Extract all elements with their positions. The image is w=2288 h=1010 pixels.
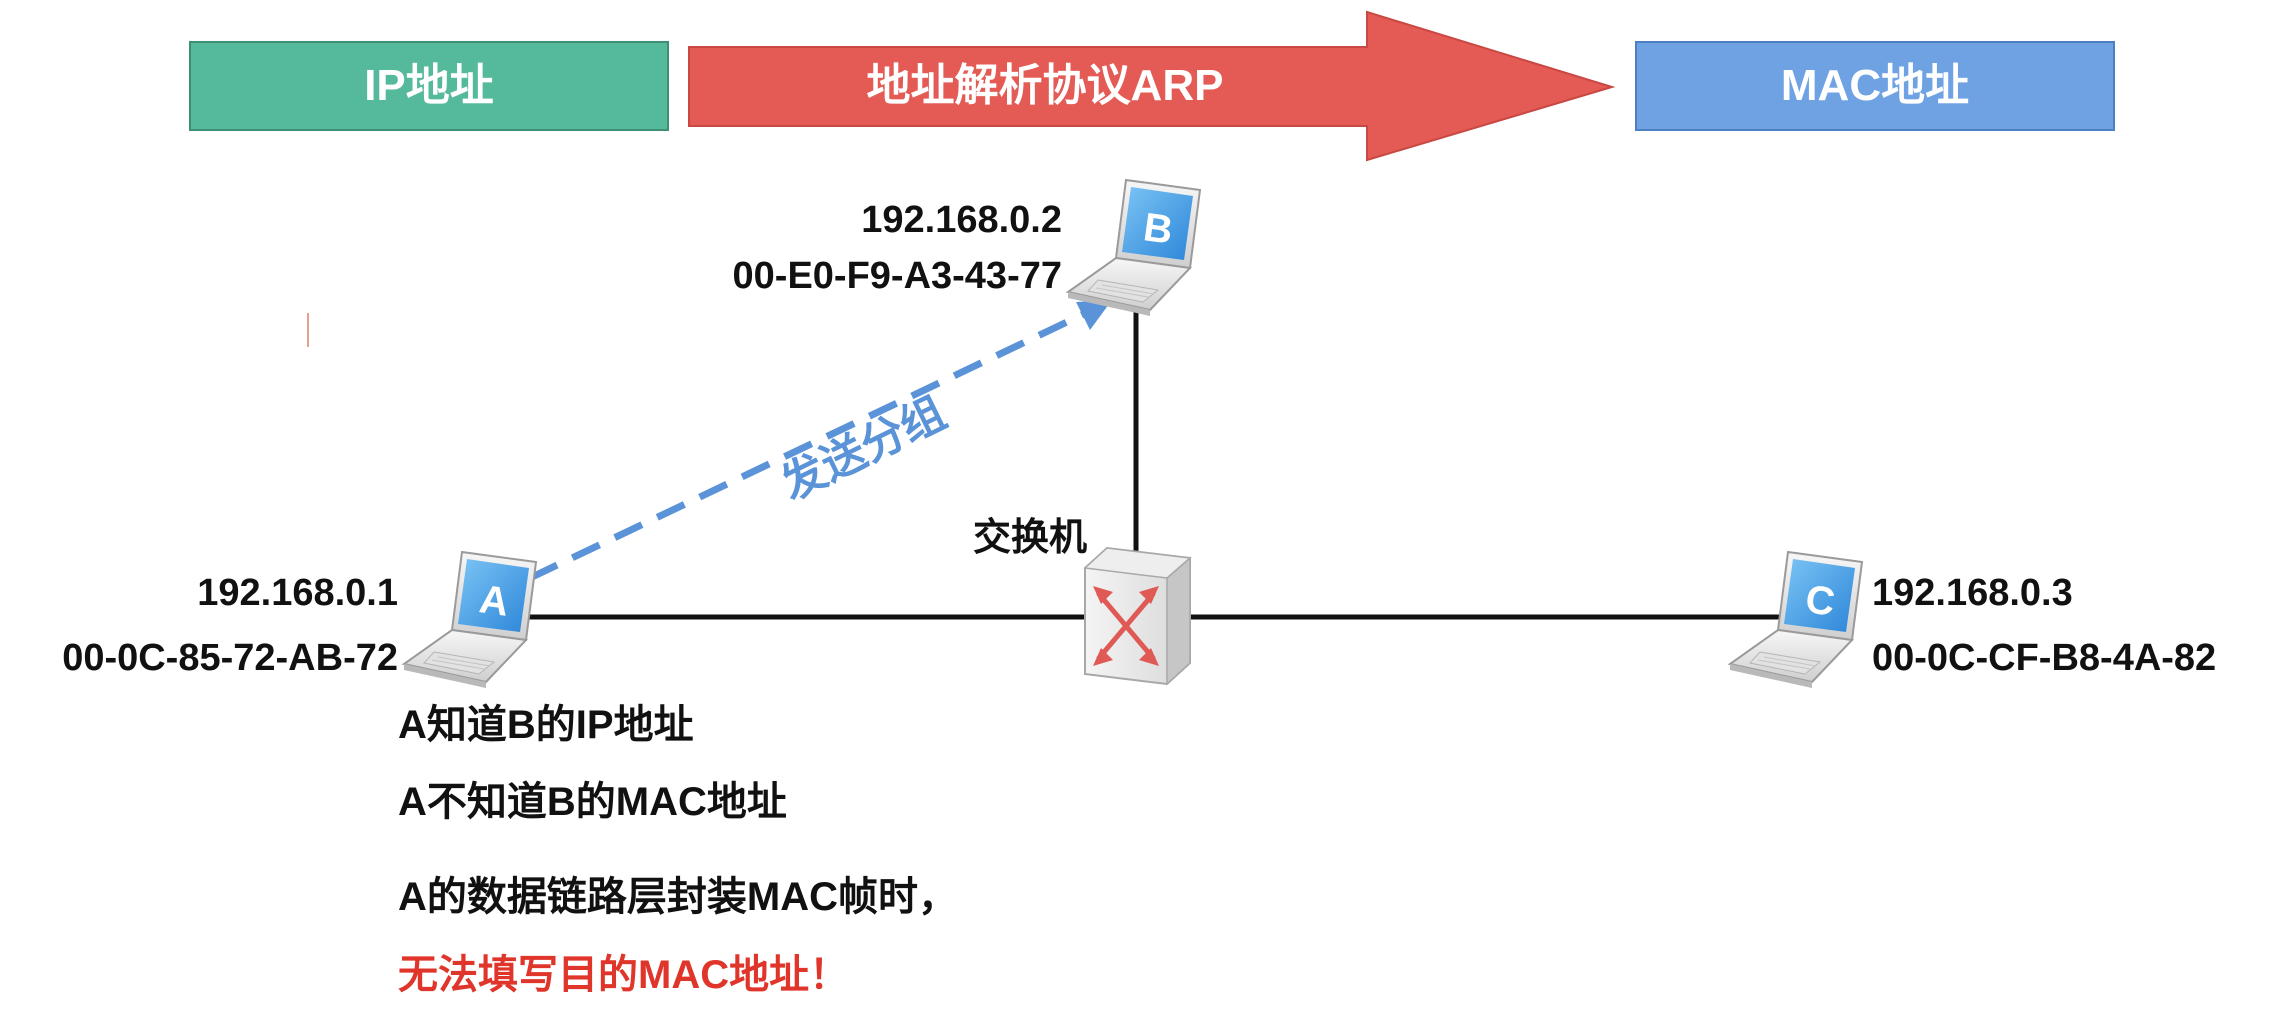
note-line-3: A的数据链路层封装MAC帧时， [398, 875, 958, 919]
host-c-letter: C [1803, 577, 1838, 625]
host-b-ip: 192.168.0.2 [861, 199, 1062, 241]
note-line-1: A知道B的IP地址 [398, 703, 694, 747]
host-c-ip: 192.168.0.3 [1872, 572, 2073, 614]
laptop-icon-a: A [403, 551, 537, 689]
note-line-2: A不知道B的MAC地址 [398, 780, 787, 824]
host-b-mac: 00-E0-F9-A3-43-77 [733, 255, 1062, 297]
host-b-letter: B [1141, 205, 1176, 253]
laptop-icon-b: B [1067, 179, 1201, 317]
switch-label: 交换机 [973, 516, 1087, 559]
host-a-ip: 192.168.0.1 [197, 572, 398, 614]
mac-address-label: MAC地址 [1781, 61, 1969, 110]
arp-arrow: 地址解析协议ARP [688, 10, 1616, 162]
mac-address-box: MAC地址 [1635, 41, 2115, 131]
network-switch-icon [1083, 546, 1192, 686]
ip-address-label: IP地址 [364, 61, 494, 110]
explanation-notes: A知道B的IP地址 A不知道B的MAC地址 A的数据链路层封装MAC帧时， 无法… [398, 703, 958, 997]
arp-label: 地址解析协议ARP [867, 61, 1224, 110]
note-line-4-warning: 无法填写目的MAC地址！ [398, 953, 849, 997]
host-c-mac: 00-0C-CF-B8-4A-82 [1872, 637, 2216, 679]
host-a-mac: 00-0C-85-72-AB-72 [62, 637, 398, 679]
ip-address-box: IP地址 [189, 41, 669, 131]
laptop-icon-c: C [1729, 551, 1863, 689]
network-links [528, 302, 1790, 620]
host-a-letter: A [477, 577, 512, 625]
